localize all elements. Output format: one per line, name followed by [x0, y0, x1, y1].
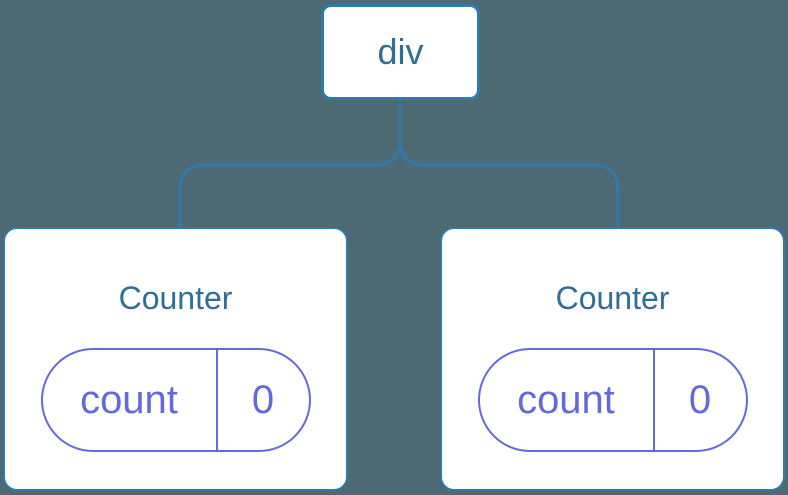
connector-root-to-left-child — [178, 100, 402, 227]
component-title: Counter — [555, 280, 670, 316]
tree-node-counter-1: Counter count 0 — [3, 227, 348, 491]
state-pill: count 0 — [477, 348, 748, 452]
state-pill: count 0 — [40, 348, 311, 452]
component-title: Counter — [118, 280, 233, 316]
state-key: count — [80, 377, 178, 422]
state-value: 0 — [652, 350, 746, 450]
tree-node-counter-2: Counter count 0 — [440, 227, 785, 491]
tree-node-div-label: div — [377, 31, 424, 72]
state-value: 0 — [215, 350, 309, 450]
connector-root-to-right-child — [398, 100, 620, 227]
state-key: count — [517, 377, 615, 422]
tree-node-div: div — [321, 4, 480, 100]
